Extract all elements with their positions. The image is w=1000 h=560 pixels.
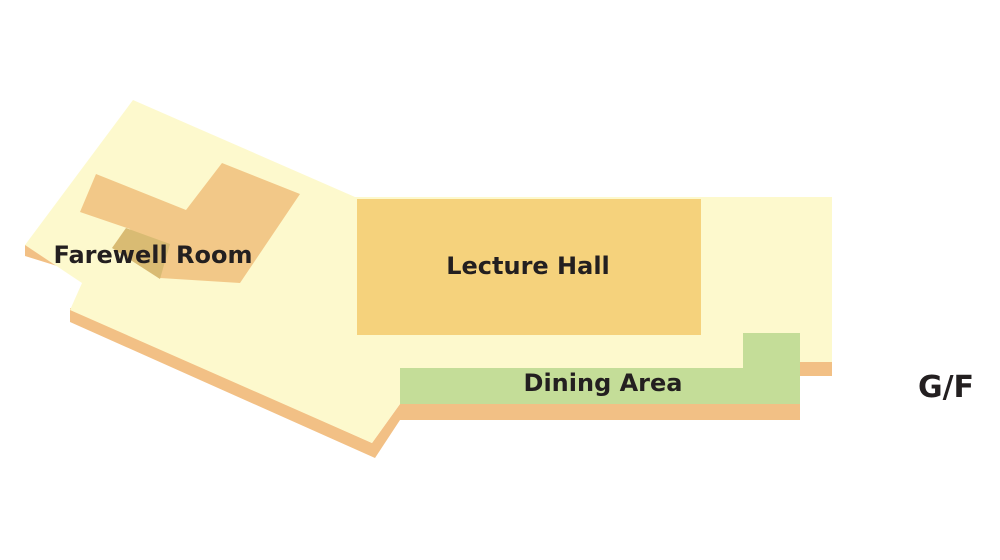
farewell-room-label: Farewell Room <box>53 241 252 269</box>
dining-area-label: Dining Area <box>524 369 683 397</box>
lecture-hall-area[interactable] <box>357 199 701 335</box>
farewell-room-area[interactable] <box>80 163 300 283</box>
floor-level-label: G/F <box>918 370 974 405</box>
lecture-hall-label: Lecture Hall <box>446 252 610 280</box>
farewell-room-overlap <box>112 228 170 279</box>
dining-area-zone[interactable] <box>400 333 800 404</box>
east-block-edge <box>800 362 832 376</box>
main-wing-edge <box>70 308 800 458</box>
